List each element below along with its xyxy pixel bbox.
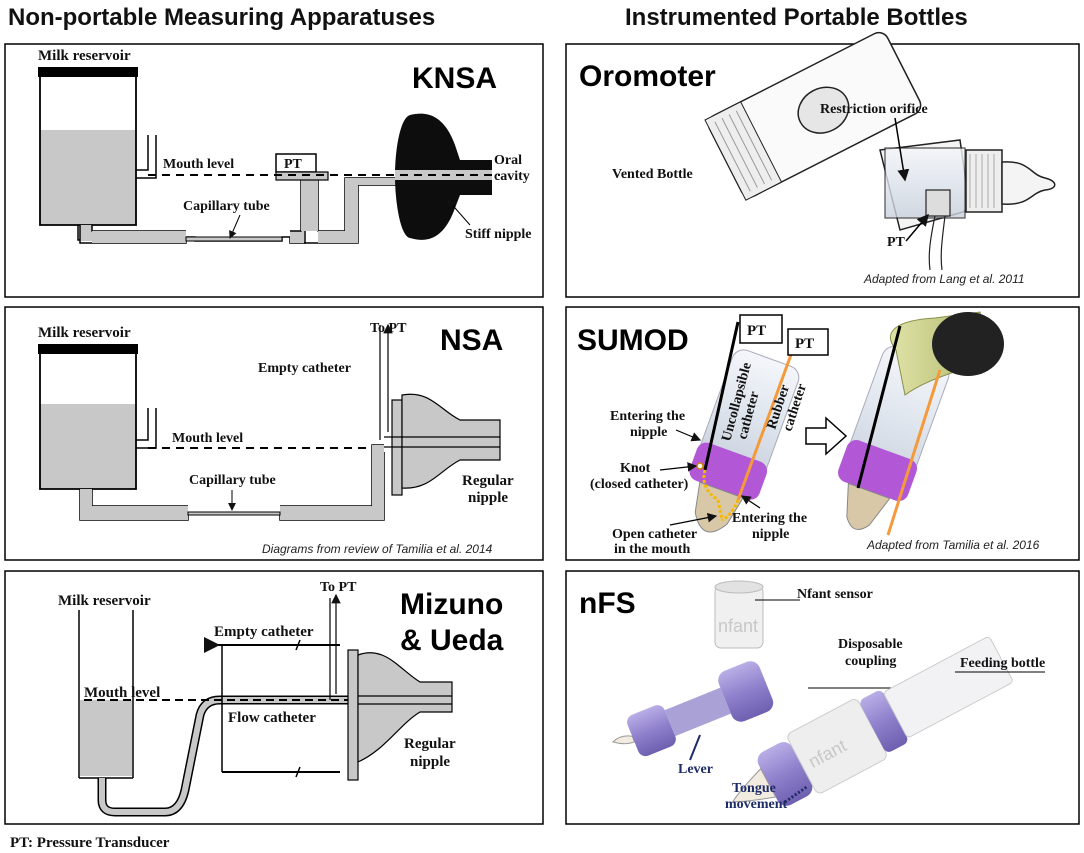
nfs-lever-label: Lever [678,762,713,777]
nfs-title: nFS [579,587,636,620]
nfs-feeding-bottle-label: Feeding bottle [960,656,1045,671]
knsa-oral-label-2: cavity [494,169,530,184]
knsa-mouth-level-label: Mouth level [163,157,234,172]
nsa-regular-label-1: Regular [462,473,514,489]
nfs-disposable-2: coupling [845,654,896,669]
nsa-empty-catheter-label: Empty catheter [258,361,351,376]
sumod-pt2-label: PT [795,336,814,352]
knsa-capillary-tube-label: Capillary tube [183,199,270,214]
nsa-diagram: Milk reservoir To PT Empty catheter Mout… [38,321,514,556]
mizuno-panel [4,570,544,825]
mizuno-regular-nipple [357,652,453,763]
sumod-entering1-2: nipple [630,425,667,440]
knsa-stiff-nipple-label: Stiff nipple [465,227,532,242]
left-column-header: Non-portable Measuring Apparatuses [8,4,435,31]
mizuno-to-pt-label: To PT [320,580,357,595]
mizuno-regular-label-1: Regular [404,736,456,752]
oromoter-diagram: Oromoter Restriction orifice Vented Bott… [579,31,1056,286]
sumod-knot-1: Knot [620,461,651,476]
mizuno-milk-reservoir-label: Milk reservoir [58,593,151,609]
nsa-regular-label-2: nipple [468,490,508,506]
sumod-title: SUMOD [577,324,689,357]
sumod-entering1-1: Entering the [610,409,685,424]
sumod-transition-arrow [805,416,848,456]
sumod-pt1-label: PT [747,323,766,339]
nsa-panel [4,306,544,561]
nfs-diagram: nFS nfant Nfant sensor Disposable coupli… [579,580,1045,812]
nsa-to-pt-label: To PT [370,321,407,336]
nsa-title: NSA [440,324,503,357]
oromoter-pt-label: PT [887,235,906,250]
nsa-capillary-tube-label: Capillary tube [189,473,276,488]
sumod-bottle-cap [932,312,1004,376]
nfs-disposable-1: Disposable [838,637,903,652]
nsa-milk-reservoir-label: Milk reservoir [38,325,131,341]
mizuno-mouth-level-label: Mouth level [84,685,160,701]
sumod-panel [565,306,1080,561]
oromoter-restriction-orifice-label: Restriction orifice [820,102,928,117]
nsa-regular-nipple [401,393,501,489]
nsa-milk-level [40,404,136,489]
knsa-milk-reservoir-label: Milk reservoir [38,48,131,64]
footer-legend: PT: Pressure Transducer [10,835,170,851]
mizuno-title-1: Mizuno [400,588,503,621]
knsa-panel [4,43,544,298]
sumod-open-2: in the mouth [614,542,690,557]
sumod-diagram: SUMOD PT PT Uncollapsible catheter Rubbe… [577,311,1040,557]
oromoter-vented-bottle-label: Vented Bottle [612,167,693,182]
mizuno-empty-catheter-label: Empty catheter [214,624,314,640]
nsa-caption: Diagrams from review of Tamilia et al. 2… [262,542,493,556]
oromoter-title: Oromoter [579,60,716,93]
sumod-caption: Adapted from Tamilia et al. 2016 [866,538,1040,552]
nfs-tongue-1: Tongue [732,781,776,796]
mizuno-title-2: & Ueda [400,624,504,657]
nfs-panel [565,570,1080,825]
knsa-milk-level [40,130,136,225]
nfs-sensor-label: Nfant sensor [797,587,873,602]
mizuno-flow-catheter-label: Flow catheter [228,710,316,726]
sumod-knot-2: (closed catheter) [590,477,689,492]
sumod-open-1: Open catheter [612,527,697,542]
oromoter-caption: Adapted from Lang et al. 2011 [863,272,1025,286]
nfs-tongue-2: movement [725,797,788,812]
mizuno-diagram: Milk reservoir To PT Empty catheter Mout… [58,580,504,817]
knsa-diagram: Milk reservoir PT Mouth level Capillary … [38,48,532,244]
nsa-mouth-level-label: Mouth level [172,431,243,446]
nfs-sensor-logo: nfant [718,616,758,636]
mizuno-regular-label-2: nipple [410,754,450,770]
sumod-entering2-2: nipple [752,527,789,542]
right-column-header: Instrumented Portable Bottles [625,4,968,31]
oromoter-panel [565,43,1080,298]
knsa-title: KNSA [412,62,497,95]
sumod-entering2-1: Entering the [732,511,807,526]
knsa-oral-label-1: Oral [494,153,522,168]
knsa-pt-label: PT [284,157,303,172]
knsa-reservoir-lid [38,67,138,77]
